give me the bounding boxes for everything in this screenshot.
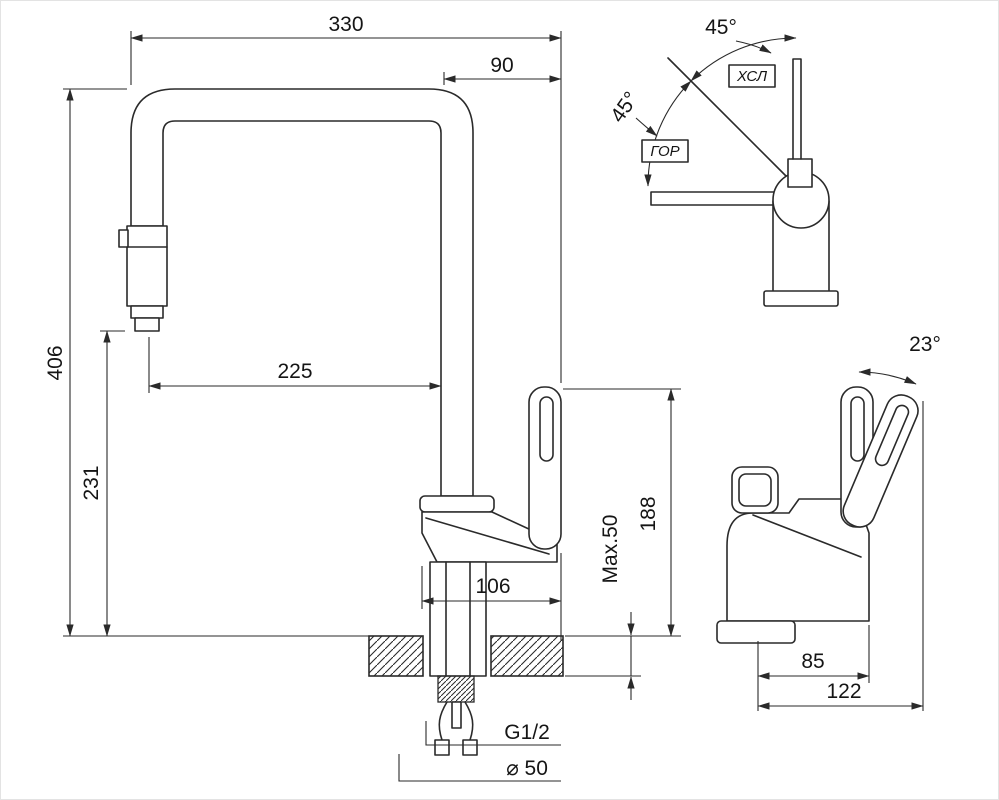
handle-horizontal-position [650,191,775,206]
swing-upper-label: 45° [705,16,737,39]
handle-slot [539,396,554,462]
spray-head [126,225,168,307]
dim-base-width-label: 106 [475,575,510,598]
dim-total-depth-label: 122 [826,680,861,703]
top-view: 45° 45° ХСЛ ГОР [606,16,839,307]
spout-nose-inner [738,473,772,507]
hole-diameter-leader-line [398,754,561,782]
dim-deck-thickness-label: Max.50 [599,515,622,584]
spray-nozzle-tip [134,317,160,332]
swing-upper-leader [735,40,772,54]
side-handle-tilted [842,394,919,528]
handle-mount [787,158,813,188]
dim-handle-height-label: 188 [637,496,660,531]
spout-outline [130,88,474,497]
spray-aerator [130,305,164,319]
dim-spout-reach-label: 225 [277,360,312,383]
body-cap [419,495,495,513]
spout-nose [731,466,779,514]
thread-label: G1/2 [504,721,550,744]
swing-lower-leader [635,117,658,137]
supply-hoses [438,701,474,741]
side-view: 23° 85 122 [716,333,941,711]
swing-arc-upper [690,34,797,82]
threaded-shank [437,675,475,703]
dim-spray-height-label: 231 [80,465,103,500]
dim-total-width-label: 330 [328,13,363,36]
hot-label: ГОР [650,143,679,160]
swing-arc-lower [644,80,692,187]
base-column [429,561,487,677]
side-handle-upright-slot [850,396,865,462]
body-base-flange [763,290,839,307]
countertop-left [368,635,424,677]
body-joint-line [425,517,550,555]
mounting-stud [451,701,462,729]
main-view-dimensions: 330 90 406 231 225 106 188 Max.50 G1/2 ⌀… [44,13,681,782]
dim-total-height-label: 406 [44,345,67,380]
side-base-flange [716,620,796,644]
cold-label: ХСЛ [736,68,768,85]
dim-handle-offset-label: 85 [801,650,824,673]
body-cylinder-sides [772,200,830,292]
hose-fitting-right [462,739,478,756]
hose-fitting-left [434,739,450,756]
side-body-joint-line [752,514,862,558]
base-column-lines [445,561,471,677]
swing-lower-label: 45° [606,88,643,127]
side-handle-tilted-slot [874,404,910,467]
tilt-angle-label: 23° [909,333,941,356]
countertop-right [490,635,564,677]
tilt-arc [858,368,917,385]
dim-spout-offset-label: 90 [490,54,513,77]
handle-vertical-position [792,58,802,160]
thread-leader-line [425,721,561,746]
main-view [118,88,564,756]
hole-diameter-label: ⌀ 50 [506,757,548,780]
cold-label-box [728,64,776,88]
spray-button [118,229,129,248]
hot-label-box [641,139,689,163]
handle-diagonal-position [667,57,794,184]
